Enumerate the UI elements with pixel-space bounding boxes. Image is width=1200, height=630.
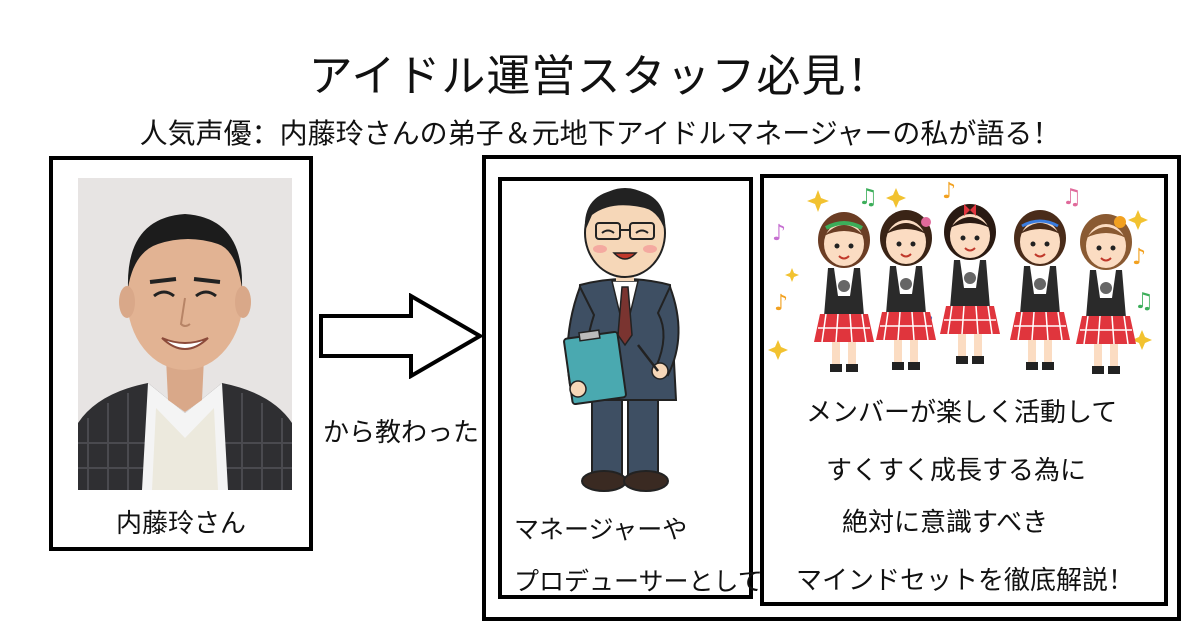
sparkle-icon <box>1132 330 1152 350</box>
manager-text-line-1: マネージャーや <box>514 515 688 544</box>
mentor-photo <box>78 178 292 490</box>
idol-figure <box>814 212 874 372</box>
sparkle-icon <box>807 190 829 212</box>
mentor-portrait <box>78 178 292 490</box>
music-note-icon: ♪ <box>942 180 956 204</box>
content-frame <box>482 155 1181 621</box>
idol-panel <box>760 174 1168 606</box>
page-subtitle: 人気声優：内藤玲さんの弟子＆元地下アイドルマネージャーの私が語る！ <box>139 117 1061 150</box>
manager-text-line-2: プロデューサーとして <box>514 567 763 596</box>
idol-text-line-3: 絶対に意識すべき <box>842 508 1049 538</box>
music-note-icon: ♪ <box>774 291 788 316</box>
music-note-icon: ♫ <box>1062 185 1082 210</box>
sparkle-icon <box>1128 210 1148 230</box>
sparkle-icon <box>886 188 906 208</box>
mentor-caption: 内藤玲さん <box>115 509 246 539</box>
music-note-icon: ♫ <box>858 185 878 210</box>
arrow-caption: から教わった <box>322 418 479 448</box>
sparkle-icon <box>785 268 799 282</box>
music-note-icon: ♪ <box>772 221 786 246</box>
music-note-icon: ♪ <box>1132 245 1146 270</box>
idol-text-line-4: マインドセットを徹底解説！ <box>796 566 1135 596</box>
idol-text-line-1: メンバーが楽しく活動して <box>806 398 1118 428</box>
mentor-frame <box>49 156 313 551</box>
manager-panel <box>498 177 753 599</box>
page-title: アイドル運営スタッフ必見！ <box>308 51 892 102</box>
sparkle-icon <box>768 340 788 360</box>
idol-group-illustration: ♫ ♪ ♫ ♪ ♪ ♪ ♫ ♪ <box>768 180 1154 374</box>
arrow-right-icon <box>319 293 484 379</box>
manager-illustration <box>563 188 680 492</box>
idol-text-line-2: すくすく成長する為に <box>826 456 1087 486</box>
music-note-icon: ♫ <box>1134 289 1154 314</box>
